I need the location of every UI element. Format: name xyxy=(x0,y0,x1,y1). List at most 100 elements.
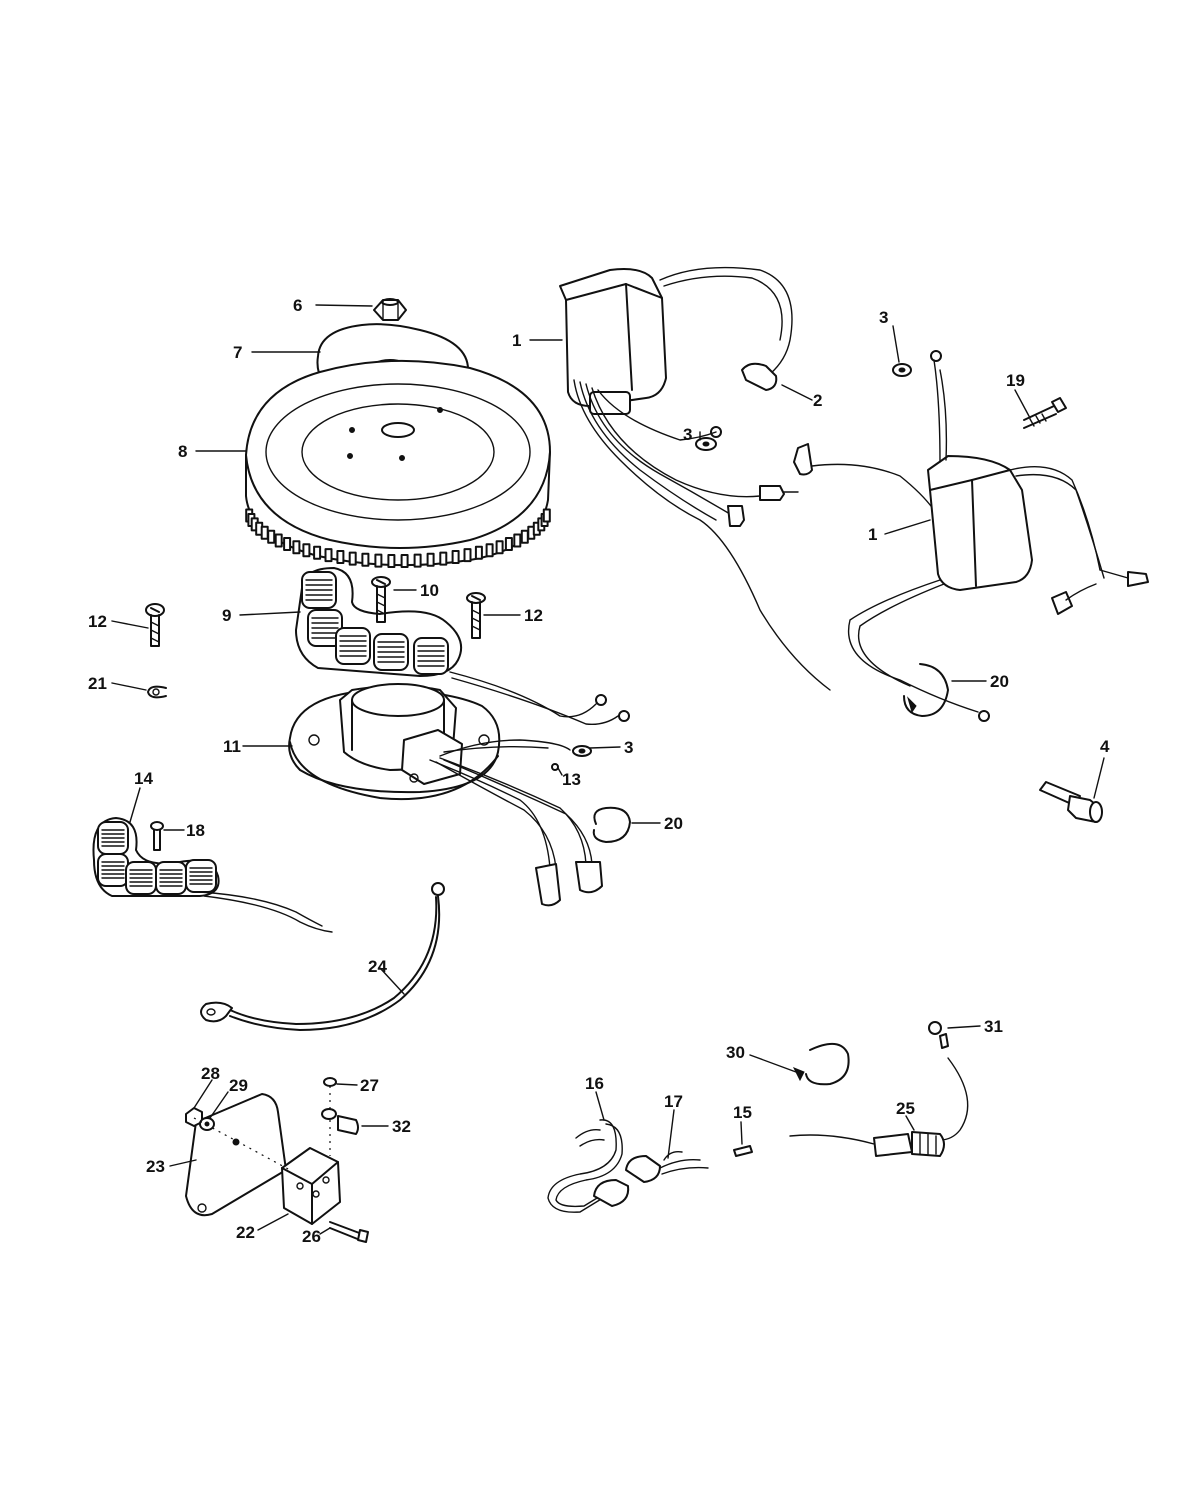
gear-tooth xyxy=(495,540,504,555)
callout-17: 17 xyxy=(664,1092,683,1111)
callout-1: 1 xyxy=(512,331,521,350)
cable-clamp-30 xyxy=(792,1043,850,1086)
callout-30: 30 xyxy=(726,1043,745,1062)
callout-4: 4 xyxy=(1100,737,1110,756)
screw-19 xyxy=(1023,397,1067,429)
screw-12-left xyxy=(145,603,165,647)
gear-tooth xyxy=(374,553,383,568)
callout-18: 18 xyxy=(186,821,205,840)
screw-10 xyxy=(371,576,391,623)
flywheel-nut xyxy=(373,298,407,321)
terminal-13 xyxy=(551,763,559,771)
bullet-connectors-upper xyxy=(727,485,799,527)
callout-15: 15 xyxy=(733,1103,752,1122)
callout-20: 20 xyxy=(664,814,683,833)
ring-terminal-31 xyxy=(928,1021,969,1141)
trigger-wires xyxy=(429,671,630,907)
callout-21: 21 xyxy=(88,674,107,693)
callout-19: 19 xyxy=(1006,371,1025,390)
ground-lead xyxy=(200,882,445,1031)
spark-plug-boot-upper xyxy=(741,362,778,391)
gear-tooth xyxy=(451,550,460,564)
gear-tooth xyxy=(292,540,301,555)
callout-23: 23 xyxy=(146,1157,165,1176)
gear-tooth xyxy=(542,508,551,523)
spark-plug-boot-lower xyxy=(793,443,941,521)
callout-7: 7 xyxy=(233,343,242,362)
gear-tooth xyxy=(485,543,494,558)
screw-26 xyxy=(329,1221,369,1243)
callout-10: 10 xyxy=(420,581,439,600)
gear-tooth xyxy=(302,543,311,558)
gear-tooth xyxy=(348,551,357,566)
ring-gear-teeth xyxy=(245,508,551,568)
flywheel xyxy=(245,359,551,568)
callout-2: 2 xyxy=(813,391,822,410)
gear-tooth xyxy=(274,533,283,548)
charge-coil xyxy=(92,817,333,933)
thermo-switch xyxy=(1039,781,1103,823)
lead-harness-16 xyxy=(547,1119,630,1213)
gear-tooth xyxy=(439,551,448,566)
screw-18 xyxy=(150,821,164,851)
gear-tooth xyxy=(324,548,333,563)
gear-tooth xyxy=(283,537,292,551)
charge-coil-windings xyxy=(97,821,217,895)
washer-3-mid xyxy=(695,437,717,451)
gear-tooth xyxy=(260,525,269,540)
ring-terminal-mid xyxy=(710,426,722,438)
callout-3: 3 xyxy=(624,738,633,757)
callout-27: 27 xyxy=(360,1076,379,1095)
callout-12: 12 xyxy=(88,612,107,631)
ignition-coil-lower xyxy=(848,350,1149,722)
callout-29: 29 xyxy=(229,1076,248,1095)
callout-13: 13 xyxy=(562,770,581,789)
callout-3: 3 xyxy=(683,425,692,444)
spacer-32 xyxy=(321,1108,359,1135)
callout-12: 12 xyxy=(524,606,543,625)
screw-12-right xyxy=(466,592,486,639)
callout-26: 26 xyxy=(302,1227,321,1246)
ignition-coil-upper xyxy=(559,266,831,691)
rectifier-block xyxy=(281,1147,341,1225)
callout-1: 1 xyxy=(868,525,877,544)
callout-20: 20 xyxy=(990,672,1009,691)
gear-tooth xyxy=(520,529,529,544)
e-clip xyxy=(147,685,167,699)
gear-tooth xyxy=(513,533,522,548)
gear-tooth xyxy=(387,554,396,568)
callout-8: 8 xyxy=(178,442,187,461)
gear-tooth xyxy=(463,548,472,563)
callout-14: 14 xyxy=(134,769,153,788)
washer-3-upper xyxy=(892,363,912,377)
screw-27 xyxy=(323,1077,337,1087)
callout-11: 11 xyxy=(223,737,241,756)
gear-tooth xyxy=(504,537,513,551)
trigger-plate xyxy=(288,683,501,801)
callout-24: 24 xyxy=(368,957,387,976)
washer-29 xyxy=(199,1117,215,1131)
gear-tooth xyxy=(361,552,370,567)
gear-tooth xyxy=(267,529,276,544)
callout-3: 3 xyxy=(879,308,888,327)
pin-15 xyxy=(733,1145,753,1157)
gear-tooth xyxy=(313,545,322,560)
lead-harness-17 xyxy=(625,1150,709,1183)
gear-tooth xyxy=(400,554,409,568)
callout-6: 6 xyxy=(293,296,302,315)
callout-16: 16 xyxy=(585,1074,604,1093)
callout-31: 31 xyxy=(984,1017,1003,1036)
callout-22: 22 xyxy=(236,1223,255,1242)
callout-25: 25 xyxy=(896,1099,915,1118)
callout-labels: 6 7 8 1 2 3 3 19 1 10 9 12 12 21 20 11 3… xyxy=(88,296,1110,1246)
callout-28: 28 xyxy=(201,1064,220,1083)
washer-3-lower xyxy=(572,745,592,757)
gear-tooth xyxy=(426,552,435,567)
gear-tooth xyxy=(336,550,345,564)
temperature-sender xyxy=(789,1131,945,1157)
callout-9: 9 xyxy=(222,606,231,625)
gear-tooth xyxy=(413,553,422,568)
gear-tooth xyxy=(474,545,483,560)
